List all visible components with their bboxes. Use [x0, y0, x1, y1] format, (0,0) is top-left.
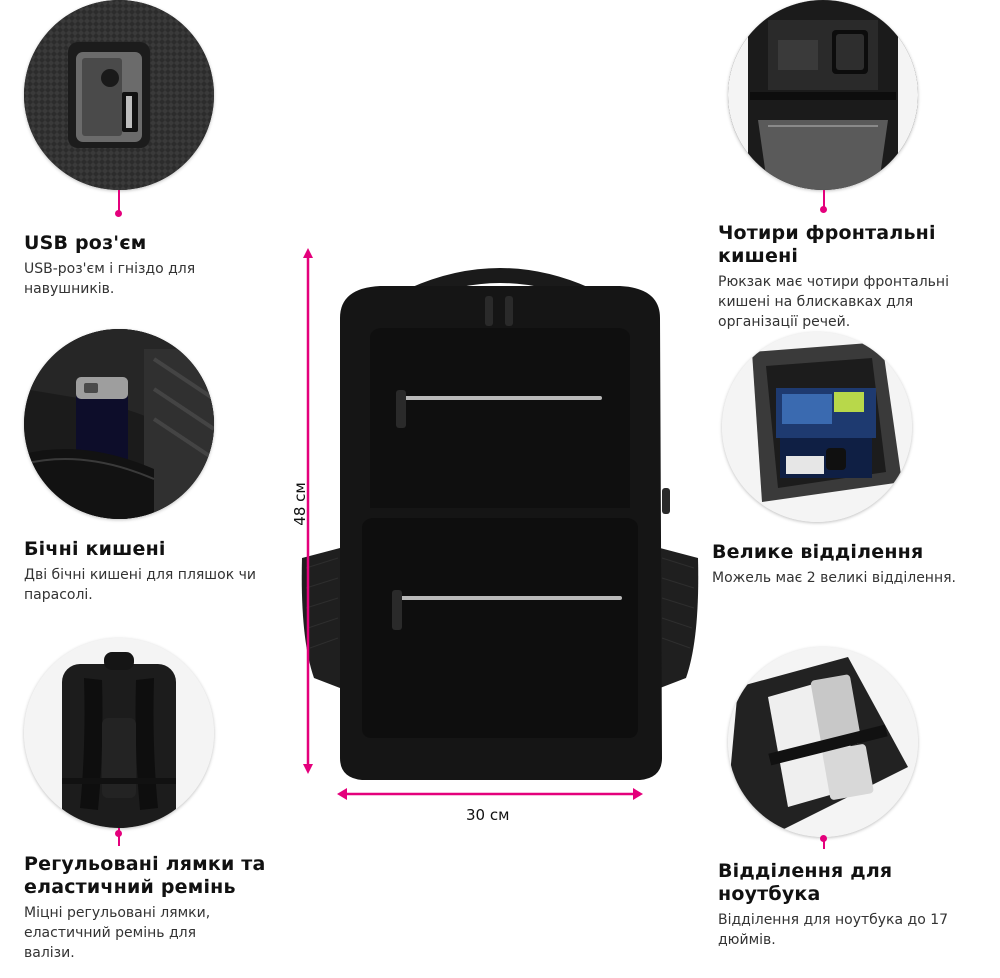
backpack-front-image: [301, 268, 699, 780]
usb-connector-dot: [115, 210, 122, 217]
upper-front-pocket: [370, 328, 630, 508]
laptop-compartment-open-icon: [728, 647, 918, 837]
main-compartment-title: Велике відділення: [712, 541, 924, 563]
lower-zipper-pull: [392, 590, 402, 630]
side-pocket-bottle-icon: [24, 329, 214, 519]
straps-connector-dot: [115, 830, 122, 837]
straps-feature: Регульовані лямки та еластичний ремінь М…: [24, 853, 284, 963]
main-compartment-image: [722, 332, 912, 522]
laptop-compartment-title: Відділення для ноутбука: [718, 860, 893, 905]
width-label: 30 см: [466, 806, 510, 824]
straps-title: Регульовані лямки та еластичний ремінь: [24, 853, 266, 898]
right-mesh-pocket: [660, 548, 699, 688]
laptop-compartment-description: Відділення для ноутбука до 17 дюймів.: [718, 911, 949, 948]
straps-image: [24, 638, 214, 828]
main-compartment-feature: Велике відділення Можель має 2 великі ві…: [712, 541, 992, 588]
front-pockets-description: Рюкзак має чотири фронтальні кишені на б…: [718, 273, 949, 331]
side-pocket-feature: Бічні кишені Дві бічні кишені для пляшок…: [24, 538, 284, 605]
straps-connector-line: [118, 828, 120, 846]
usb-port-icon: [24, 0, 214, 190]
upper-zipper-pull: [396, 390, 406, 428]
front-pockets-title: Чотири фронтальні кишені: [718, 222, 936, 267]
straps-description: Міцні регульовані лямки, еластичний ремі…: [24, 904, 211, 962]
usb-title: USB роз'єм: [24, 232, 147, 254]
main-compartment-open-icon: [722, 332, 912, 522]
front-pockets-feature: Чотири фронтальні кишені Рюкзак має чоти…: [718, 222, 993, 332]
front-pockets-connector-dot: [820, 206, 827, 213]
usb-description: USB-роз'єм і гніздо для навушників.: [24, 260, 196, 298]
width-dimension-arrow: [337, 788, 643, 800]
lower-front-pocket: [362, 518, 638, 738]
usb-connector-line: [118, 190, 120, 212]
side-pocket-description: Дві бічні кишені для пляшок чи парасолі.: [24, 566, 256, 604]
backpack-back-straps-icon: [24, 638, 214, 828]
front-pockets-image: [728, 0, 918, 190]
front-pockets-open-icon: [728, 0, 918, 190]
top-zipper-pull-left: [485, 296, 493, 326]
usb-feature: USB роз'єм USB-роз'єм і гніздо для навуш…: [24, 232, 274, 299]
laptop-connector-dot: [820, 835, 827, 842]
height-dimension-arrow: [303, 248, 313, 774]
top-zipper-pull-right: [505, 296, 513, 326]
side-pocket-title: Бічні кишені: [24, 538, 166, 560]
laptop-connector-line: [823, 837, 825, 849]
side-usb-port: [662, 488, 670, 514]
main-compartment-description: Можель має 2 великі відділення.: [712, 569, 956, 586]
usb-port-image: [24, 0, 214, 190]
height-label: 48 см: [291, 482, 309, 526]
laptop-compartment-image: [728, 647, 918, 837]
front-pockets-connector-line: [823, 190, 825, 210]
side-pocket-image: [24, 329, 214, 519]
top-handle: [410, 268, 590, 300]
left-mesh-pocket: [301, 548, 340, 688]
laptop-compartment-feature: Відділення для ноутбука Відділення для н…: [718, 860, 988, 950]
